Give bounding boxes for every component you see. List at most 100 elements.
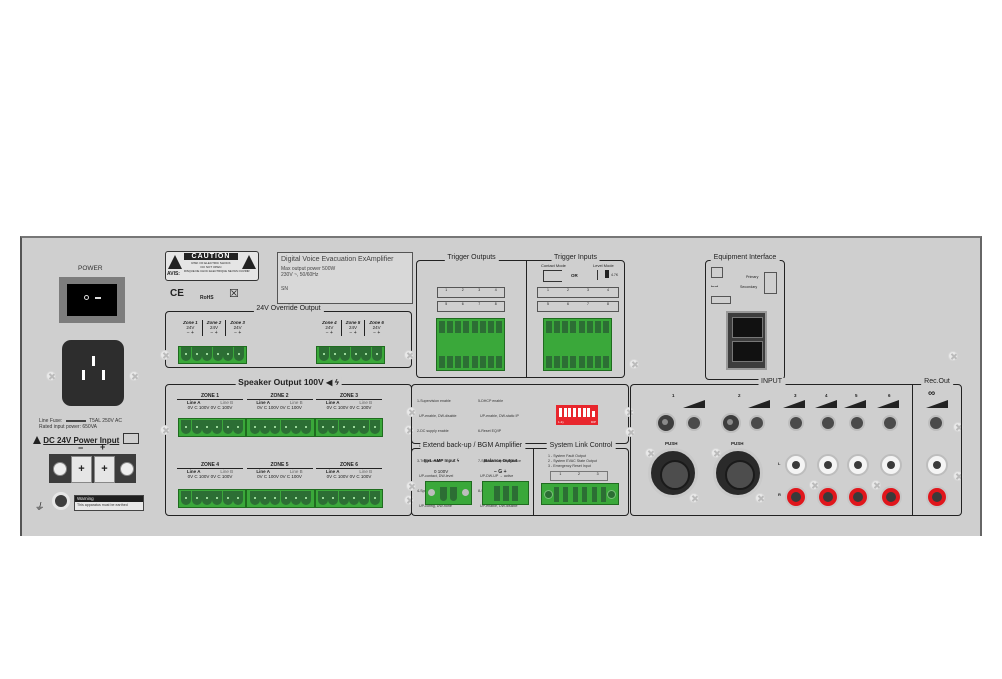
extend-title: Extend back-up / BGM Amplifier (419, 442, 526, 449)
rec-out-right[interactable] (926, 486, 948, 508)
screw (689, 493, 699, 503)
override-terminal-left[interactable] (178, 346, 247, 364)
line-fuse-label-text: Line Fuse: (39, 418, 63, 424)
jack-input-1[interactable] (656, 413, 676, 433)
screw (953, 471, 963, 481)
gain-ramp-icon (683, 400, 705, 408)
rca-input-4-right[interactable] (817, 486, 839, 508)
switch-off-icon (84, 295, 89, 300)
zone-name: Zone 4 (322, 320, 337, 325)
dip-toggle[interactable] (563, 408, 567, 417)
rca-input-5-right[interactable] (847, 486, 869, 508)
ext-amp-input-terminal[interactable] (425, 481, 472, 505)
dip-toggle[interactable] (559, 408, 562, 417)
line-fuse-value: T5AL 250V AC (89, 418, 122, 424)
gain-knob-4[interactable] (820, 415, 836, 431)
rec-out-left[interactable] (926, 454, 948, 476)
dip-toggle[interactable] (577, 408, 581, 417)
speaker-terminal-zone-5[interactable] (246, 489, 315, 508)
screw (625, 427, 635, 437)
rca-input-3-right[interactable] (785, 486, 807, 508)
screw (948, 351, 958, 361)
gain-ramp-icon (926, 400, 948, 408)
jack-input-2[interactable] (721, 413, 741, 433)
speaker-terminal-zone-6[interactable] (314, 489, 383, 508)
dip-toggle[interactable] (573, 408, 577, 417)
product-power: Max output power 500W (281, 266, 336, 272)
equipment-title: Equipment Interface (710, 254, 780, 261)
dip-toggle[interactable] (582, 408, 586, 417)
dip-toggle[interactable] (587, 408, 591, 417)
speaker-terminal-zone-2[interactable] (246, 418, 315, 437)
zone-name: Zone 5 (345, 320, 361, 325)
override-title: 24V Override Output (253, 305, 324, 312)
rca-input-3-left[interactable] (785, 454, 807, 476)
ac-power-inlet[interactable] (62, 340, 124, 406)
gain-ramp-icon (815, 400, 837, 408)
mount-screw (53, 462, 67, 476)
gain-ramp-icon (783, 400, 805, 408)
speaker-icon: ◀ (326, 378, 333, 387)
power-switch[interactable] (59, 277, 125, 323)
override-output-section: 24V Override Output Zone 1 24V − + Zone … (160, 305, 414, 368)
rca-input-5-left[interactable] (847, 454, 869, 476)
system-link-title: System Link Control (546, 442, 616, 449)
dc-input-title-text: DC 24V Power Input (43, 436, 120, 445)
dip-toggle[interactable] (568, 408, 572, 417)
left-channel-label: L (778, 461, 781, 466)
trigger-output-terminal[interactable] (436, 318, 505, 371)
speaker-terminal-zone-4[interactable] (178, 489, 247, 508)
rec-out-level-knob[interactable] (928, 415, 944, 431)
ground-icon: ⏚ (34, 502, 44, 513)
gain-knob-3[interactable] (788, 415, 804, 431)
speaker-terminal-zone-3[interactable] (314, 418, 383, 437)
xlr-combo-input-2[interactable] (713, 448, 763, 498)
screw (406, 407, 416, 417)
trigger-inputs-title: Trigger Inputs (551, 254, 600, 261)
device-chain-icon: ⨽⨼ (711, 283, 719, 289)
ground-terminal[interactable] (52, 492, 70, 510)
rca-input-6-right[interactable] (880, 486, 902, 508)
dip-note: 7-Speaker loop impedance (478, 459, 521, 463)
input-label: 7 (587, 302, 589, 306)
rca-input-6-left[interactable] (880, 454, 902, 476)
dip-switch[interactable]: 1-2y DIP (556, 405, 598, 425)
relay-label: 6 (461, 302, 464, 306)
dip-switch-section: 1-Supervision enable UP-enable, DW-disab… (406, 384, 634, 508)
balance-output-terminal[interactable] (482, 481, 529, 505)
speaker-terminal-zone-1[interactable] (178, 418, 247, 437)
primary-label: Primary (746, 275, 759, 279)
system-link-terminal[interactable] (541, 483, 619, 505)
dip-right-label: DIP (590, 420, 596, 424)
port-indicator-icon (764, 272, 777, 294)
input-label: 5 (547, 302, 549, 306)
caution-line1: RISK OF ELECTRIC SHOCK (191, 261, 231, 265)
rj45-primary-port[interactable] (732, 317, 763, 338)
xlr-combo-input-1[interactable] (648, 448, 698, 498)
dip-note: UP-enable, DW-static IP (478, 414, 519, 418)
gain-knob-6[interactable] (882, 415, 898, 431)
gain-knob-1[interactable] (686, 415, 702, 431)
system-link-section: System Link Control 1 - System Fault Out… (533, 442, 629, 516)
rca-input-4-left[interactable] (817, 454, 839, 476)
override-terminal-right[interactable] (316, 346, 385, 364)
rec-out-section: Rec.Out ∞ (912, 378, 962, 516)
gain-knob-5[interactable] (849, 415, 865, 431)
zone-voltage: 24V (210, 325, 219, 330)
trigger-input-terminal[interactable] (543, 318, 612, 371)
dc-power-terminal[interactable]: + + (49, 454, 136, 483)
screw (160, 350, 170, 360)
dc-plus-label: + (100, 442, 106, 452)
or-label: OR (571, 273, 578, 278)
rj45-secondary-port[interactable] (732, 341, 763, 362)
gain-knob-2[interactable] (749, 415, 765, 431)
zone-name: Zone 2 (206, 320, 222, 325)
mount-screw (120, 462, 134, 476)
dip-toggle[interactable] (591, 411, 595, 417)
